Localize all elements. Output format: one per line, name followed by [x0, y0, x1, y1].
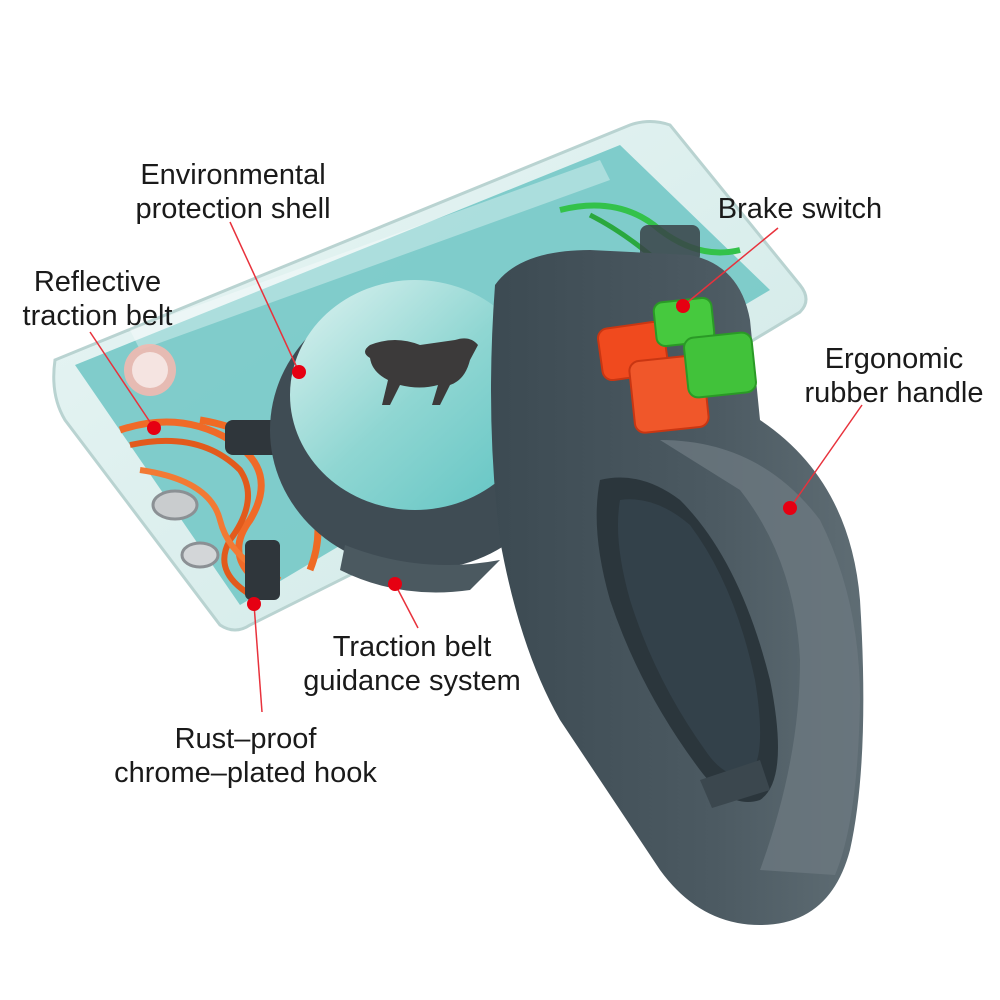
brake-buttons: [596, 296, 757, 434]
label-line: Reflective: [33, 266, 162, 298]
label-line: protection shell: [135, 193, 331, 225]
label-line: Ergonomic: [824, 343, 964, 375]
label-line: traction belt: [22, 300, 173, 332]
label-line: Environmental: [140, 159, 326, 191]
label-rust-proof-hook: Rust–proof chrome–plated hook: [98, 722, 393, 790]
reflective-traction-belt-image: [118, 416, 322, 603]
label-line: guidance system: [303, 665, 521, 697]
callout-dots: [147, 299, 797, 611]
label-ergonomic-handle: Ergonomic rubber handle: [792, 342, 996, 410]
label-line: rubber handle: [804, 377, 984, 409]
label-line: chrome–plated hook: [114, 757, 377, 789]
label-reflective-belt: Reflective traction belt: [5, 265, 190, 333]
shell-callout-dot: [292, 365, 306, 379]
brake-callout-dot: [676, 299, 690, 313]
label-line: Traction belt: [332, 631, 492, 663]
handle-callout-dot: [783, 501, 797, 515]
label-line: Rust–proof: [174, 723, 317, 755]
label-traction-guidance: Traction belt guidance system: [287, 630, 537, 698]
belt-callout-dot: [147, 421, 161, 435]
label-line: Brake switch: [717, 193, 883, 225]
hook-callout-dot: [247, 597, 261, 611]
label-environmental-shell: Environmental protection shell: [113, 158, 353, 226]
guidance-callout-dot: [388, 577, 402, 591]
label-brake-switch: Brake switch: [700, 192, 900, 226]
callout-lines: [89, 221, 863, 713]
ergonomic-handle-image: [491, 250, 864, 925]
